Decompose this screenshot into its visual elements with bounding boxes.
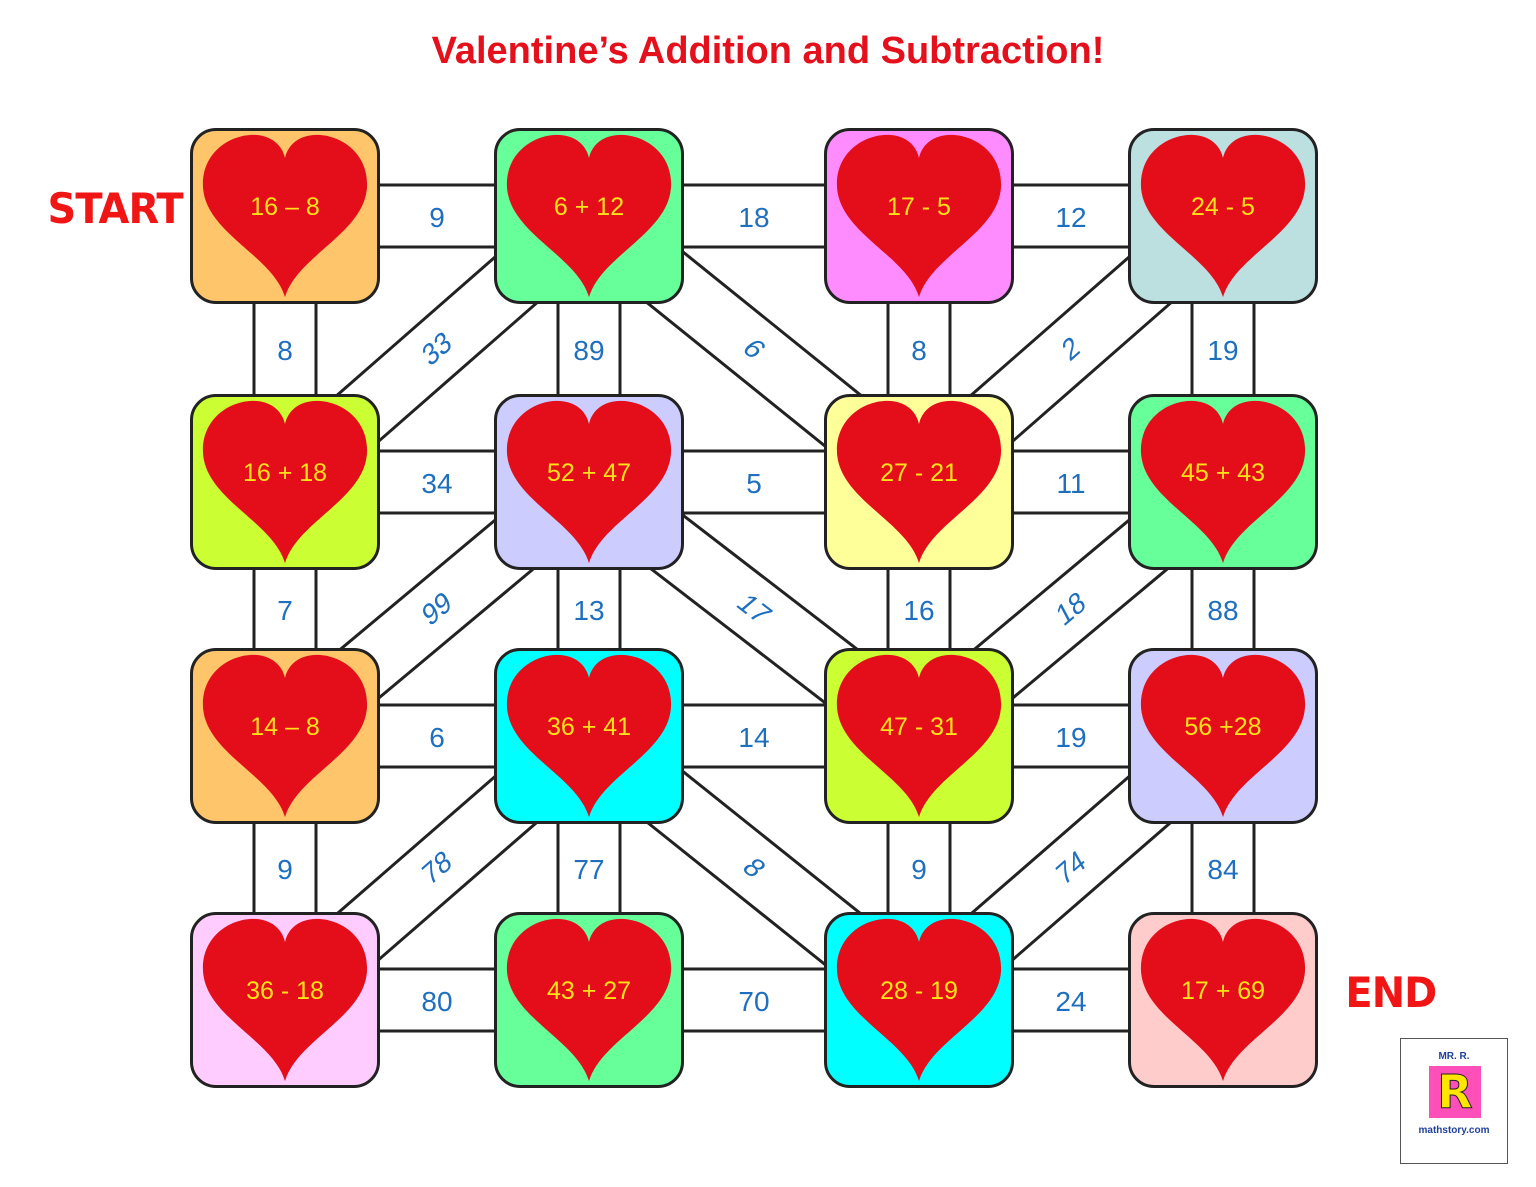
path-number: 80 (421, 986, 453, 1017)
tile-expression: 16 – 8 (250, 193, 320, 221)
tile-expression: 43 + 27 (546, 977, 632, 1005)
logo-bottom-text: mathstory.com (1418, 1125, 1490, 1136)
heart-icon (836, 400, 1002, 564)
heart-icon (836, 918, 1002, 1082)
heart-tile[interactable]: 16 + 18 (190, 394, 380, 570)
heart-tile[interactable]: 28 - 19 (824, 912, 1014, 1088)
heart-icon (506, 918, 672, 1082)
tile-expression: 16 + 18 (242, 459, 328, 487)
path-number: 11 (1056, 468, 1086, 499)
tile-expression: 27 - 21 (880, 459, 958, 487)
path-number: 34 (421, 468, 453, 499)
path-number: 9 (277, 854, 293, 885)
tile-expression: 24 - 5 (1191, 193, 1255, 221)
tile-expression: 17 + 69 (1180, 977, 1266, 1005)
heart-tile[interactable]: 16 – 8 (190, 128, 380, 304)
tile-expression: 52 + 47 (546, 459, 632, 487)
path-number: 14 (738, 722, 770, 753)
path-number: 89 (573, 335, 605, 366)
heart-tile[interactable]: 27 - 21 (824, 394, 1014, 570)
heart-icon (1140, 654, 1306, 818)
heart-icon (1140, 918, 1306, 1082)
logo-letter: R (1437, 1065, 1473, 1119)
path-number: 19 (1055, 722, 1087, 753)
path-number: 12 (1055, 202, 1087, 233)
heart-icon (836, 654, 1002, 818)
heart-tile[interactable]: 17 + 69 (1128, 912, 1318, 1088)
heart-tile[interactable]: 6 + 12 (494, 128, 684, 304)
page-title: Valentine’s Addition and Subtraction! (431, 30, 1105, 72)
heart-icon (506, 400, 672, 564)
path-number: 6 (429, 722, 445, 753)
path-number: 8 (911, 335, 927, 366)
heart-icon (836, 134, 1002, 298)
heart-icon (202, 400, 368, 564)
heart-tile[interactable]: 43 + 27 (494, 912, 684, 1088)
path-number: 88 (1207, 595, 1239, 626)
heart-tile[interactable]: 17 - 5 (824, 128, 1014, 304)
path-number: 18 (738, 202, 770, 233)
heart-tile[interactable]: 24 - 5 (1128, 128, 1318, 304)
tile-expression: 45 + 43 (1180, 459, 1266, 487)
heart-icon (202, 918, 368, 1082)
start-label: START (47, 184, 184, 233)
heart-tile[interactable]: 56 +28 (1128, 648, 1318, 824)
tile-expression: 6 + 12 (553, 193, 625, 221)
logo-top-text: MR. R. (1438, 1051, 1470, 1062)
path-number: 84 (1207, 854, 1239, 885)
heart-icon (506, 654, 672, 818)
heart-icon (202, 654, 368, 818)
mathstory-logo: MR. R. R mathstory.com (1400, 1038, 1508, 1164)
path-number: 16 (903, 595, 935, 626)
path-number: 70 (738, 986, 770, 1017)
tile-expression: 36 + 41 (546, 713, 632, 741)
tile-expression: 28 - 19 (880, 977, 958, 1005)
path-number: 77 (573, 854, 605, 885)
tile-expression: 56 +28 (1184, 713, 1262, 741)
heart-tile[interactable]: 14 – 8 (190, 648, 380, 824)
logo-square: R (1429, 1065, 1481, 1119)
heart-tile[interactable]: 47 - 31 (824, 648, 1014, 824)
heart-icon (1140, 134, 1306, 298)
heart-tile[interactable]: 45 + 43 (1128, 394, 1318, 570)
tile-expression: 47 - 31 (880, 713, 958, 741)
path-number: 7 (277, 595, 293, 626)
heart-tile[interactable]: 52 + 47 (494, 394, 684, 570)
path-number: 13 (573, 595, 605, 626)
tile-expression: 36 - 18 (246, 977, 324, 1005)
path-number: 19 (1207, 335, 1239, 366)
path-number: 24 (1055, 986, 1087, 1017)
path-number: 8 (277, 335, 293, 366)
tile-expression: 14 – 8 (250, 713, 320, 741)
path-number: 9 (911, 854, 927, 885)
heart-icon (202, 134, 368, 298)
path-number: 9 (429, 202, 445, 233)
heart-tile[interactable]: 36 + 41 (494, 648, 684, 824)
tile-expression: 17 - 5 (887, 193, 951, 221)
heart-tile[interactable]: 36 - 18 (190, 912, 380, 1088)
path-number: 5 (746, 468, 762, 499)
heart-icon (1140, 400, 1306, 564)
heart-icon (506, 134, 672, 298)
end-label: END (1345, 968, 1437, 1017)
